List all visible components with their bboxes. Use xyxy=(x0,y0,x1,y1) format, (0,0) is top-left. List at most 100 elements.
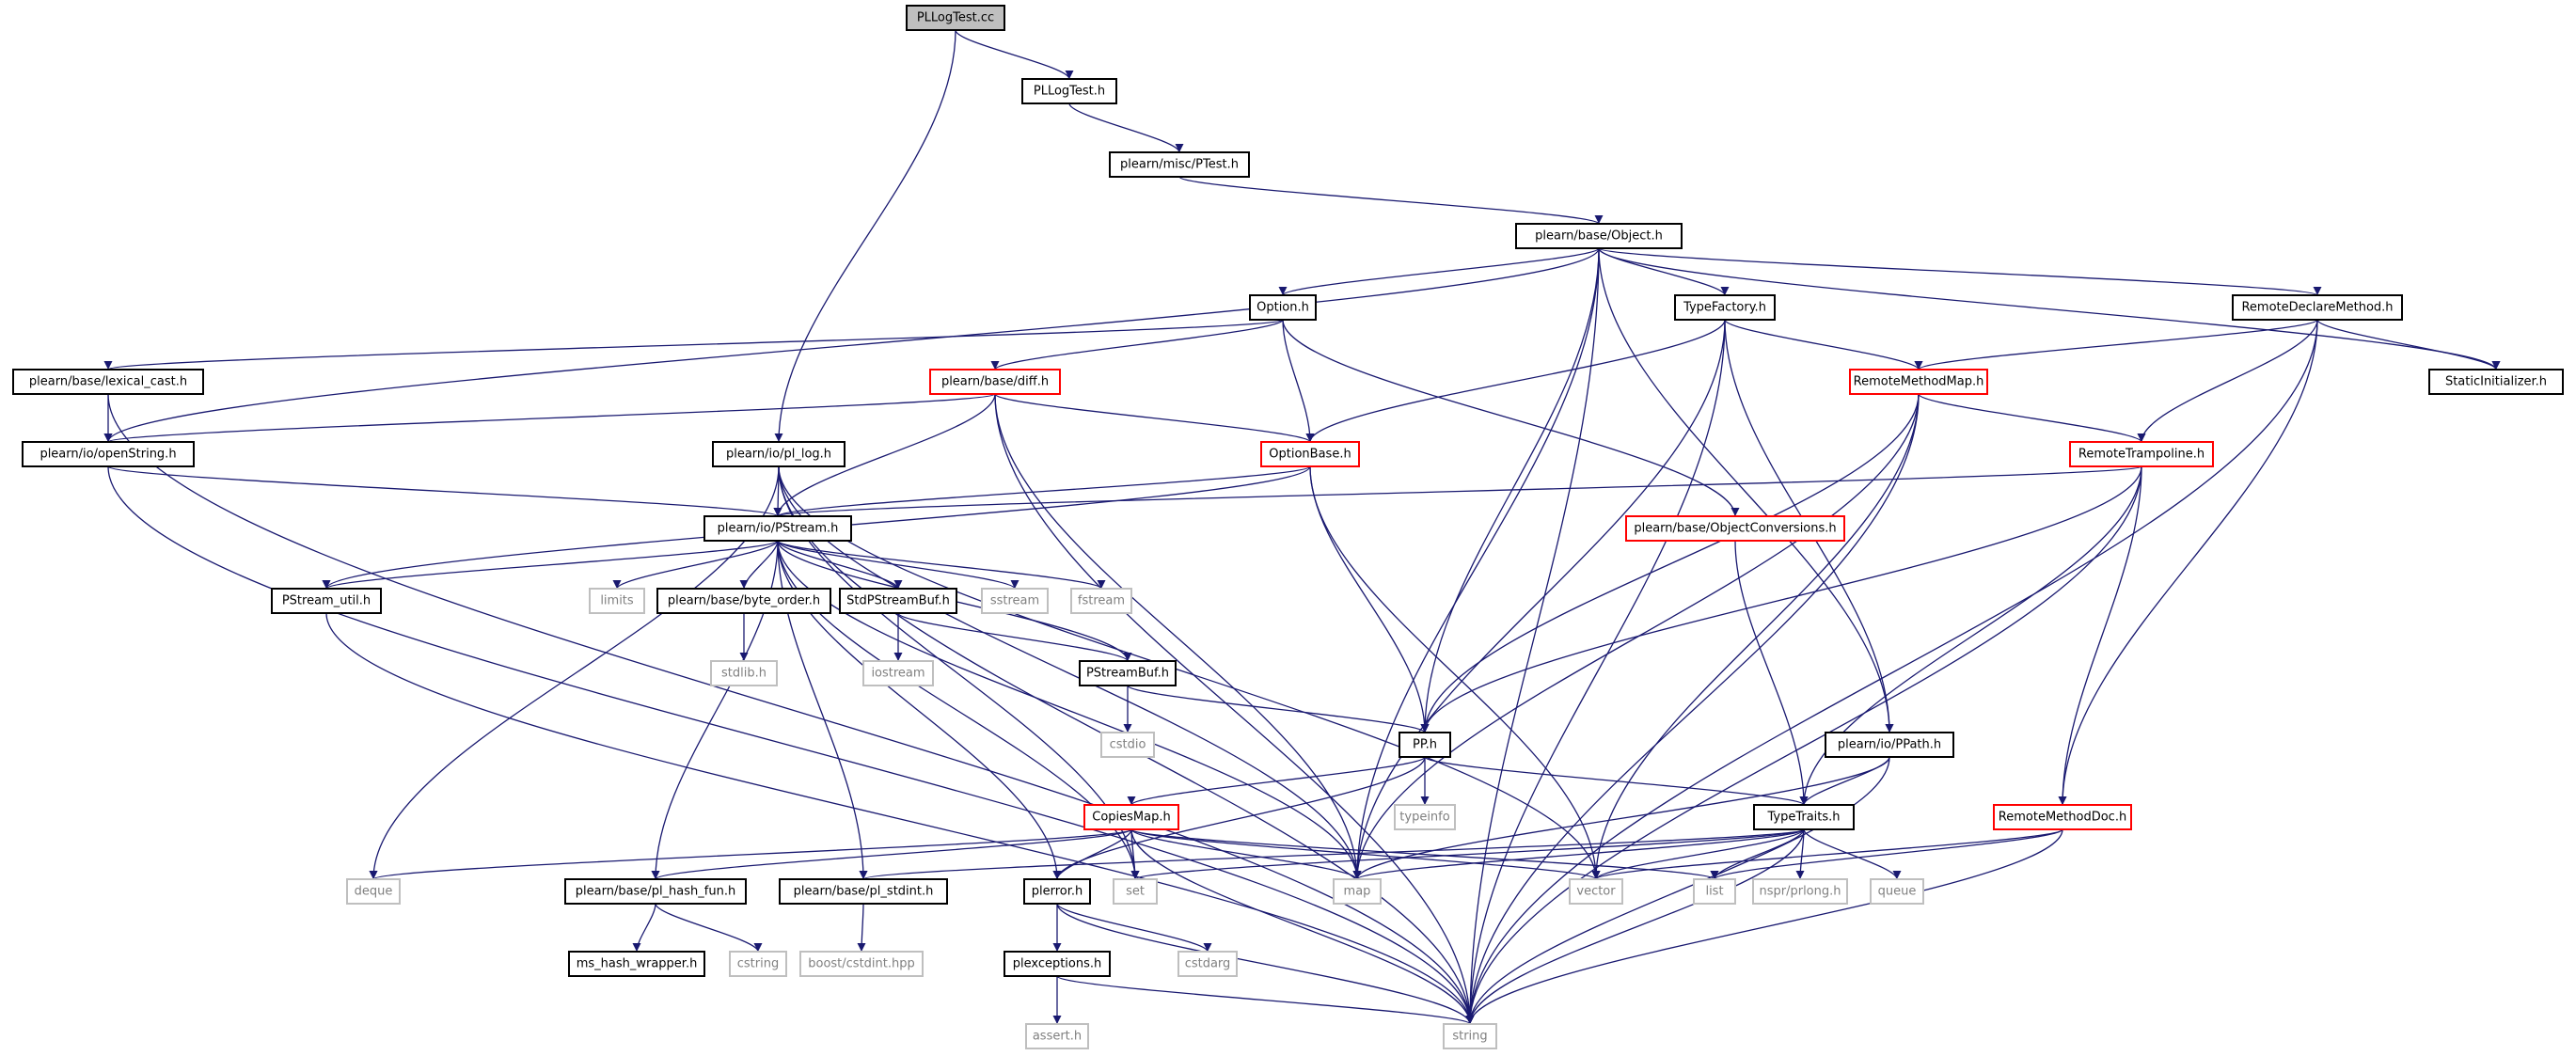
node-box xyxy=(12,369,204,395)
node-label: PLLogTest.h xyxy=(1034,85,1105,99)
node-vector: vector xyxy=(1569,878,1623,905)
edge-remotedeclaremethod_h-to-remotemethodmap_h xyxy=(1914,319,2318,370)
edge-pl_stdint_h-to-cstdint_hpp xyxy=(857,903,866,953)
node-copiesmap-h[interactable]: CopiesMap.h xyxy=(1083,804,1179,830)
node-box xyxy=(729,951,787,977)
node-label: plearn/base/ObjectConversions.h xyxy=(1634,522,1836,536)
node-optionbase-h[interactable]: OptionBase.h xyxy=(1260,441,1360,467)
edge-object_h-to-option_h xyxy=(1278,247,1600,296)
node-box xyxy=(564,878,747,905)
node-box xyxy=(862,660,934,686)
node-box xyxy=(1260,441,1360,467)
edge-plerror_h-to-cstdarg xyxy=(1056,903,1212,953)
node-ptest-h[interactable]: plearn/misc/PTest.h xyxy=(1109,151,1250,178)
node-label: StaticInitializer.h xyxy=(2445,375,2547,389)
node-plogtest-h[interactable]: PLLogTest.h xyxy=(1021,78,1117,104)
node-objectconversions-h[interactable]: plearn/base/ObjectConversions.h xyxy=(1625,515,1845,542)
node-label: plearn/io/openString.h xyxy=(40,448,176,462)
node-label: deque xyxy=(355,885,393,899)
node-label: string xyxy=(1452,1030,1487,1044)
node-byte-order-h[interactable]: plearn/base/byte_order.h xyxy=(656,588,831,614)
node-iostream: iostream xyxy=(862,660,934,686)
node-list: list xyxy=(1693,878,1736,905)
node-label: set xyxy=(1126,885,1145,899)
node-label: iostream xyxy=(871,667,925,681)
node-label: PStreamBuf.h xyxy=(1086,667,1169,681)
node-pstream-h[interactable]: plearn/io/PStream.h xyxy=(703,515,852,542)
node-box xyxy=(271,588,382,614)
node-plerror-h[interactable]: plerror.h xyxy=(1023,878,1091,905)
node-label: Option.h xyxy=(1256,301,1309,315)
node-pl-hash-fun-h[interactable]: plearn/base/pl_hash_fun.h xyxy=(564,878,747,905)
node-ms-hash-wrapper-h[interactable]: ms_hash_wrapper.h xyxy=(568,951,705,977)
node-diff-h[interactable]: plearn/base/diff.h xyxy=(929,369,1061,395)
node-ppath-h[interactable]: plearn/io/PPath.h xyxy=(1825,732,1954,758)
node-box xyxy=(1025,1023,1089,1049)
node-label: TypeTraits.h xyxy=(1766,811,1840,825)
node-pl-stdint-h[interactable]: plearn/base/pl_stdint.h xyxy=(779,878,948,905)
node-box xyxy=(710,660,778,686)
edge-optionbase_h-to-pstream_h xyxy=(773,465,1311,517)
node-box xyxy=(1674,294,1776,321)
edge-diff_h-to-map xyxy=(994,393,1362,880)
node-stdpstreambuf-h[interactable]: StdPStreamBuf.h xyxy=(839,588,957,614)
node-cstdarg: cstdarg xyxy=(1177,951,1238,977)
node-label: CopiesMap.h xyxy=(1092,811,1170,825)
node-map: map xyxy=(1333,878,1382,905)
edge-remotemethodmap_h-to-vector xyxy=(1591,393,1920,880)
node-box xyxy=(568,951,705,977)
node-box xyxy=(703,515,852,542)
node-plexceptions-h[interactable]: plexceptions.h xyxy=(1004,951,1111,977)
node-box xyxy=(1177,951,1238,977)
edge-pstream_h-to-fstream xyxy=(777,540,1106,590)
node-box xyxy=(1515,223,1683,249)
edge-pstream_h-to-pl_hash_fun_h xyxy=(651,540,779,880)
edge-object_h-to-typefactory_h xyxy=(1598,247,1730,296)
edge-option_h-to-objectconversions_h xyxy=(1282,319,1740,517)
node-box xyxy=(1333,878,1382,905)
edge-remotetrampoline_h-to-string xyxy=(1465,465,2142,1025)
edge-object_h-to-openstring_h xyxy=(103,247,1600,443)
node-label: assert.h xyxy=(1033,1030,1082,1044)
node-box xyxy=(1693,878,1736,905)
edge-remotedeclaremethod_h-to-staticinitializer_h xyxy=(2316,319,2501,370)
node-box xyxy=(656,588,831,614)
node-box xyxy=(1753,804,1855,830)
edge-pstream_h-to-sstream xyxy=(777,540,1019,590)
node-pstreambuf-h[interactable]: PStreamBuf.h xyxy=(1079,660,1177,686)
node-option-h[interactable]: Option.h xyxy=(1249,294,1317,321)
node-staticinitializer-h[interactable]: StaticInitializer.h xyxy=(2428,369,2564,395)
node-lexical-cast-h[interactable]: plearn/base/lexical_cast.h xyxy=(12,369,204,395)
node-typefactory-h[interactable]: TypeFactory.h xyxy=(1674,294,1776,321)
edge-remotetrampoline_h-to-pstream_h xyxy=(774,465,2142,517)
node-box xyxy=(1079,660,1177,686)
node-remotemethodmap-h[interactable]: RemoteMethodMap.h xyxy=(1849,369,1988,395)
node-object-h[interactable]: plearn/base/Object.h xyxy=(1515,223,1683,249)
node-box xyxy=(1249,294,1317,321)
node-pstream-util-h[interactable]: PStream_util.h xyxy=(271,588,382,614)
node-box xyxy=(1021,78,1117,104)
node-typetraits-h[interactable]: TypeTraits.h xyxy=(1753,804,1855,830)
node-pp-h[interactable]: PP.h xyxy=(1399,732,1451,758)
node-remotedeclaremethod-h[interactable]: RemoteDeclareMethod.h xyxy=(2232,294,2403,321)
node-box xyxy=(1113,878,1158,905)
node-openstring-h[interactable]: plearn/io/openString.h xyxy=(22,441,195,467)
node-box xyxy=(1100,732,1155,758)
node-box xyxy=(1993,804,2132,830)
node-label: cstdarg xyxy=(1185,957,1231,971)
node-box xyxy=(2428,369,2564,395)
node-box xyxy=(799,951,924,977)
node-label: plearn/base/pl_stdint.h xyxy=(794,885,934,899)
node-pl-log-h[interactable]: plearn/io/pl_log.h xyxy=(712,441,845,467)
edge-plerror_h-to-string xyxy=(1056,903,1475,1025)
edge-pp_h-to-typetraits_h xyxy=(1424,756,1809,806)
edge-option_h-to-optionbase_h xyxy=(1282,319,1315,443)
node-cstdint-hpp: boost/cstdint.hpp xyxy=(799,951,924,977)
node-remotemethoddoc-h[interactable]: RemoteMethodDoc.h xyxy=(1993,804,2132,830)
edge-remotedeclaremethod_h-to-remotetrampoline_h xyxy=(2137,319,2318,443)
node-label: plearn/base/diff.h xyxy=(941,375,1049,389)
edge-remotetrampoline_h-to-remotemethoddoc_h xyxy=(2058,465,2142,806)
node-remotetrampoline-h[interactable]: RemoteTrampoline.h xyxy=(2069,441,2214,467)
node-plogtest-cc[interactable]: PLLogTest.cc xyxy=(906,5,1005,31)
